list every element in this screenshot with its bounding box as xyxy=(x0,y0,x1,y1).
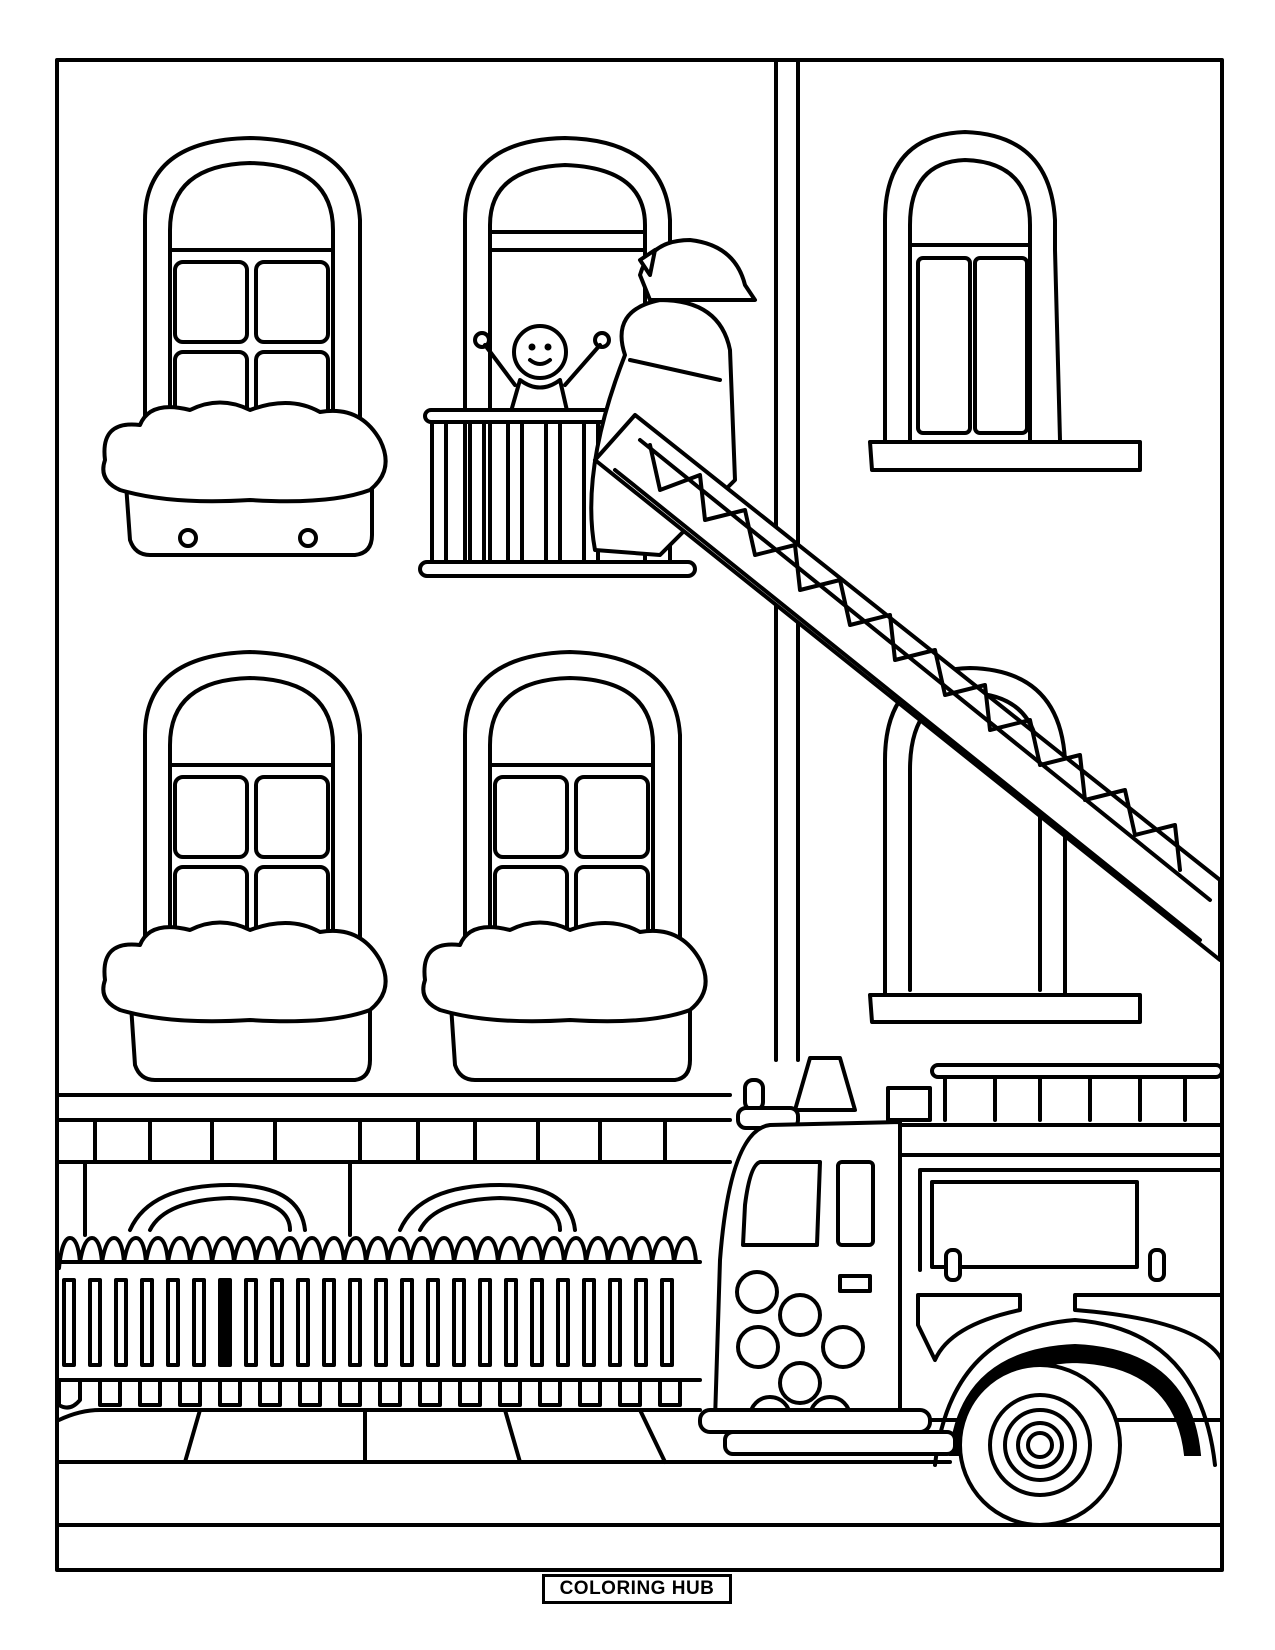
window-upper-middle xyxy=(463,136,672,562)
fire-truck-ladder xyxy=(593,413,1222,962)
window-lower-middle xyxy=(463,650,682,1052)
window-upper-right xyxy=(868,130,1142,472)
flower-box-lower-middle xyxy=(421,920,708,1082)
brand-label: COLORING HUB xyxy=(542,1574,732,1604)
flower-box-upper-left xyxy=(101,400,388,557)
fire-truck xyxy=(698,1056,1224,1527)
building-base-trim xyxy=(57,1093,732,1237)
flower-box-lower-left xyxy=(101,920,388,1082)
wheel xyxy=(958,1363,1122,1527)
picket-fence xyxy=(57,1236,702,1410)
siren-light-icon xyxy=(793,1056,857,1112)
page-frame xyxy=(55,58,1224,1572)
child xyxy=(473,324,611,417)
